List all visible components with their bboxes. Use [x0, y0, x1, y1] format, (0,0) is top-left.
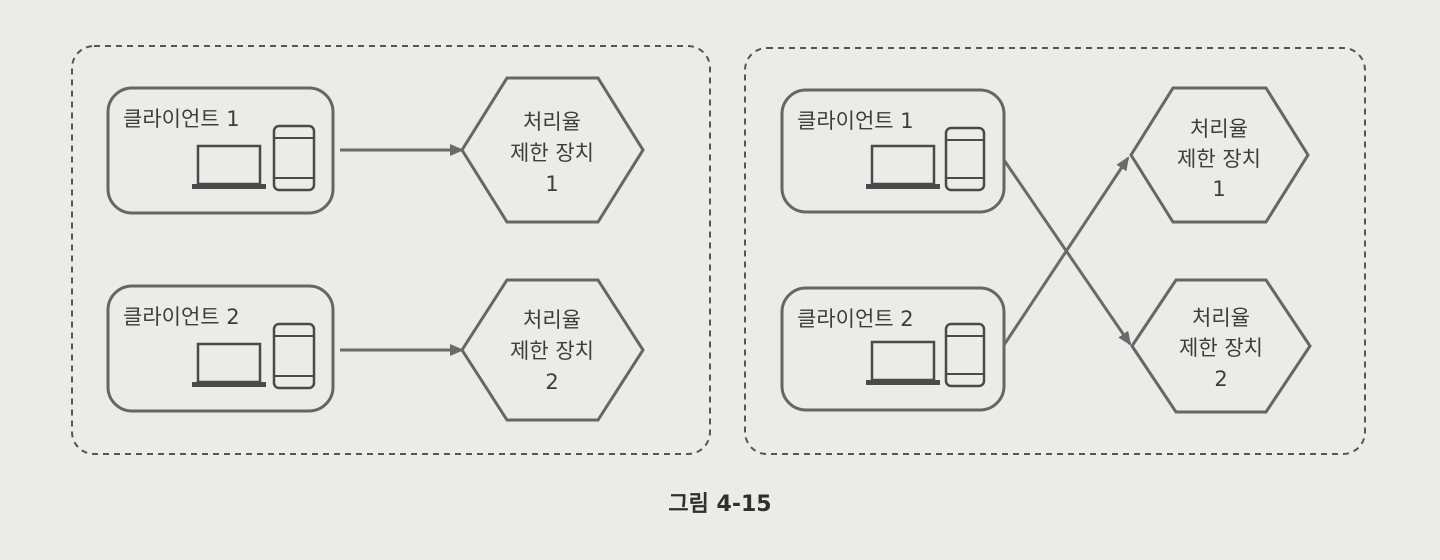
- client-box: 클라이언트 1: [780, 88, 1006, 214]
- rate-limiter-label-line: 1: [545, 172, 558, 196]
- rate-limiter-label-line: 제한 장치: [510, 339, 594, 363]
- client-label: 클라이언트 1: [123, 107, 240, 131]
- laptop-icon: [866, 340, 940, 385]
- rate-limiter-label-line: 처리율: [1190, 117, 1248, 141]
- laptop-icon: [192, 144, 266, 189]
- laptop-icon: [866, 144, 940, 189]
- rate-limiter-hexagon: 처리율 제한 장치 2: [460, 278, 645, 422]
- rate-limiter-diagram: 클라이언트 1 클라이언트 2: [71, 45, 1366, 455]
- phone-icon: [944, 126, 986, 192]
- client-label: 클라이언트 2: [123, 305, 240, 329]
- panel-left: 클라이언트 1 클라이언트 2: [71, 45, 711, 455]
- client-box: 클라이언트 1: [106, 86, 335, 215]
- rate-limiter-label-line: 처리율: [1192, 306, 1250, 330]
- rate-limiter-label-line: 제한 장치: [1177, 147, 1261, 171]
- rate-limiter-label-line: 2: [545, 370, 558, 394]
- laptop-icon: [192, 342, 266, 387]
- panel-right-boundary: [744, 47, 1366, 455]
- figure-caption: 그림 4-15: [668, 492, 772, 517]
- rate-limiter-label-line: 처리율: [523, 110, 581, 134]
- phone-icon: [272, 124, 316, 192]
- client-box: 클라이언트 2: [780, 286, 1006, 412]
- panel-right: 클라이언트 1 클라이언트 2: [744, 47, 1366, 455]
- rate-limiter-hexagon: 처리율 제한 장치 1: [1129, 86, 1310, 224]
- panel-left-boundary: [71, 45, 711, 455]
- phone-icon: [272, 322, 316, 390]
- rate-limiter-label-line: 2: [1214, 367, 1227, 391]
- rate-limiter-label-line: 1: [1212, 177, 1225, 201]
- client-label: 클라이언트 2: [797, 307, 914, 331]
- rate-limiter-hexagon: 처리율 제한 장치 1: [460, 76, 645, 224]
- rate-limiter-label-line: 제한 장치: [1179, 336, 1263, 360]
- connection-arrow: [1002, 156, 1130, 346]
- rate-limiter-label-line: 제한 장치: [510, 141, 594, 165]
- client-box: 클라이언트 2: [106, 284, 335, 413]
- rate-limiter-label-line: 처리율: [523, 308, 581, 332]
- phone-icon: [944, 322, 986, 388]
- rate-limiter-hexagon: 처리율 제한 장치 2: [1130, 278, 1312, 414]
- client-label: 클라이언트 1: [797, 109, 914, 133]
